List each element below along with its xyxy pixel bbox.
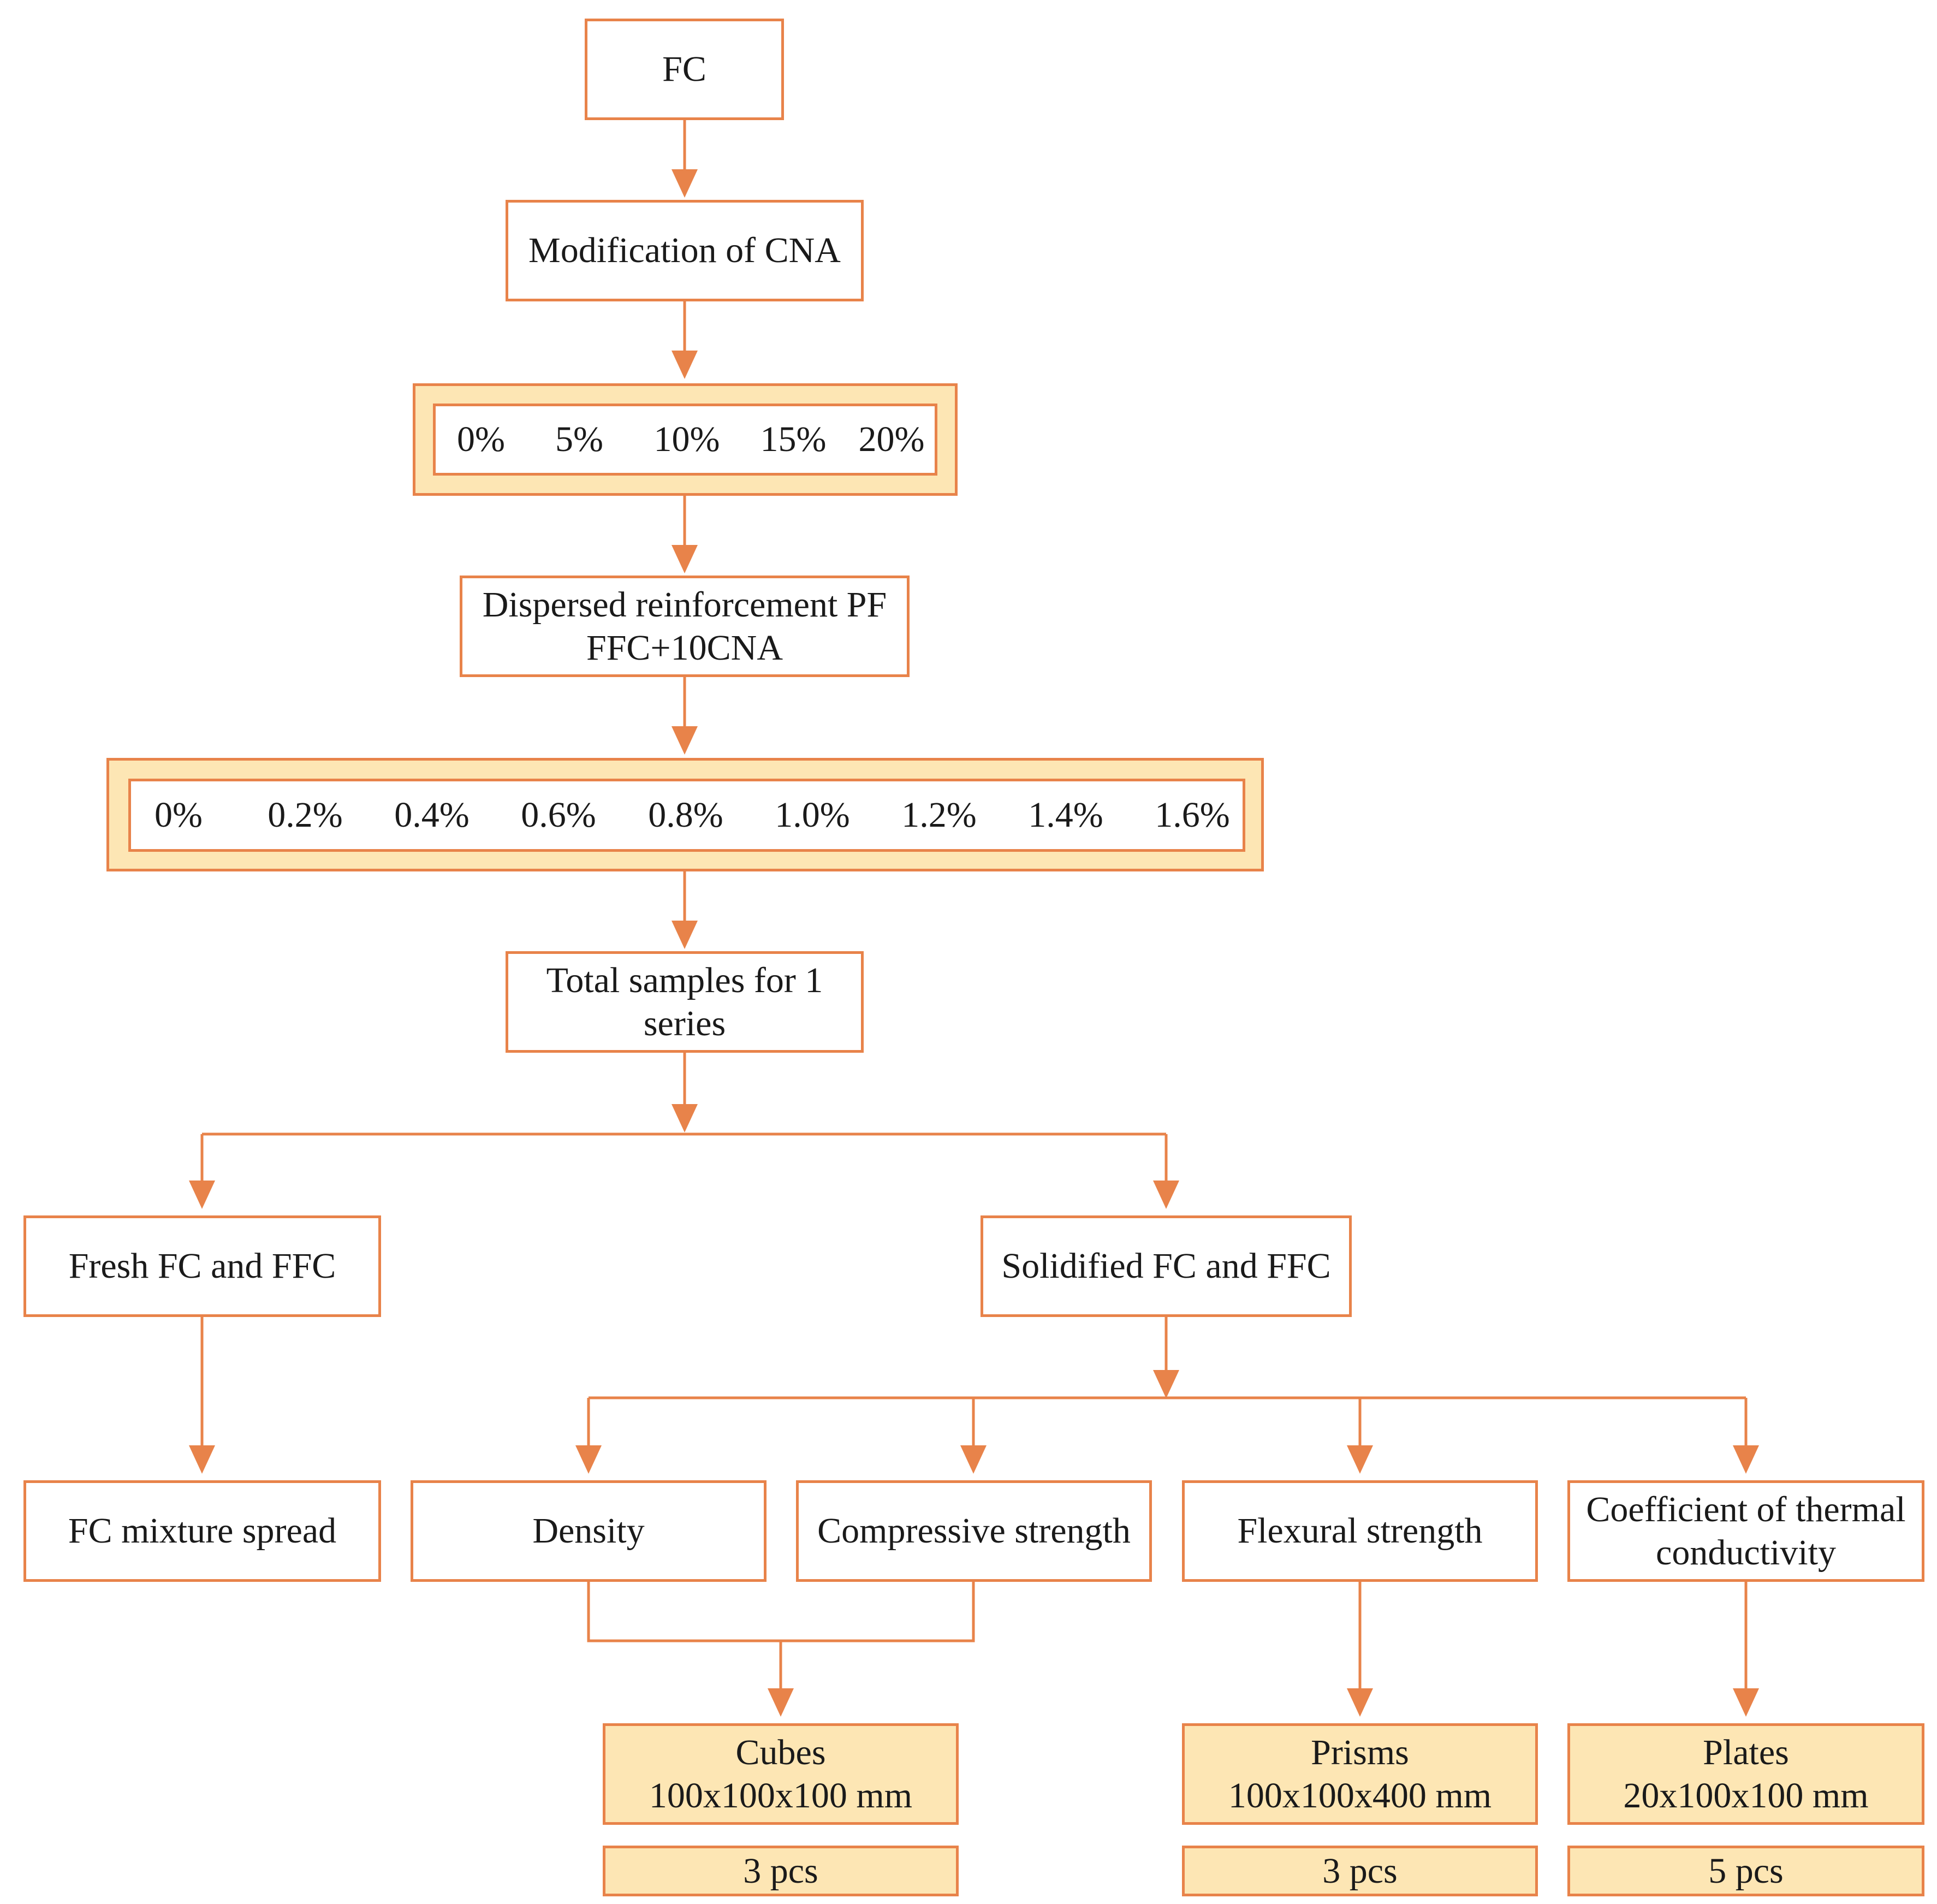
cna-level: 5% [555,419,603,459]
plates-node: Plates 20x100x100 mm [1567,1723,1924,1825]
plates-label-line1: Plates [1703,1732,1789,1772]
pf-level: 0.4% [394,795,470,835]
plates-label-line2: 20x100x100 mm [1623,1776,1869,1816]
cna-level: 15% [760,419,827,459]
modification-label: Modification of CNA [528,230,841,271]
pf-level: 1.6% [1155,795,1230,835]
cubes-quantity: 3 pcs [743,1850,818,1891]
cna-level: 0% [457,419,505,459]
compressive-label: Compressive strength [817,1511,1131,1551]
pf-level: 1.0% [775,795,850,835]
pf-level: 1.2% [901,795,977,835]
total-samples-node: Total samples for 1 series [506,951,864,1053]
cubes-label-line2: 100x100x100 mm [649,1776,913,1816]
fc-label: FC [662,49,706,90]
thermal-label-line1: Coefficient of thermal [1586,1489,1906,1529]
pf-level: 0.6% [521,795,596,835]
cna-levels-panel: 0% 5% 10% 15% 20% [413,383,958,496]
cna-levels-box: 0% 5% 10% 15% 20% [433,404,937,476]
mixture-spread-label: FC mixture spread [68,1511,337,1551]
density-node: Density [411,1480,767,1582]
total-label-line1: Total samples for 1 [546,960,823,1000]
density-label: Density [532,1511,645,1551]
pf-level: 0.8% [648,795,723,835]
cubes-quantity-node: 3 pcs [603,1846,959,1896]
thermal-conductivity-node: Coefficient of thermal conductivity [1567,1480,1924,1582]
prisms-quantity-node: 3 pcs [1182,1846,1538,1896]
thermal-label-line2: conductivity [1656,1533,1836,1573]
prisms-quantity: 3 pcs [1322,1850,1398,1891]
fresh-node: Fresh FC and FFC [23,1215,381,1317]
cna-level: 10% [653,419,720,459]
pf-level: 1.4% [1028,795,1103,835]
solidified-node: Solidified FC and FFC [981,1215,1352,1317]
flexural-label: Flexural strength [1237,1511,1483,1551]
pf-levels-box: 0% 0.2% 0.4% 0.6% 0.8% 1.0% 1.2% 1.4% 1.… [128,779,1245,852]
fc-node: FC [585,19,784,120]
dispersed-label-line1: Dispersed reinforcement PF [482,584,887,625]
fresh-label: Fresh FC and FFC [68,1246,336,1286]
cubes-node: Cubes 100x100x100 mm [603,1723,959,1825]
modification-node: Modification of CNA [506,200,864,301]
prisms-label-line2: 100x100x400 mm [1228,1776,1492,1816]
pf-levels-panel: 0% 0.2% 0.4% 0.6% 0.8% 1.0% 1.2% 1.4% 1.… [106,758,1264,871]
mixture-spread-node: FC mixture spread [23,1480,381,1582]
solidified-label: Solidified FC and FFC [1001,1246,1331,1286]
prisms-label-line1: Prisms [1311,1732,1409,1772]
dispersed-reinforcement-node: Dispersed reinforcement PF FFC+10CNA [460,576,910,677]
pf-level: 0.2% [268,795,343,835]
plates-quantity-node: 5 pcs [1567,1846,1924,1896]
dispersed-label-line2: FFC+10CNA [586,628,783,668]
plates-quantity: 5 pcs [1708,1850,1784,1891]
prisms-node: Prisms 100x100x400 mm [1182,1723,1538,1825]
flexural-strength-node: Flexural strength [1182,1480,1538,1582]
pf-level: 0% [155,795,203,835]
cna-level: 20% [858,419,925,459]
total-label-line2: series [643,1004,726,1043]
compressive-strength-node: Compressive strength [796,1480,1152,1582]
cubes-label-line1: Cubes [735,1732,826,1772]
